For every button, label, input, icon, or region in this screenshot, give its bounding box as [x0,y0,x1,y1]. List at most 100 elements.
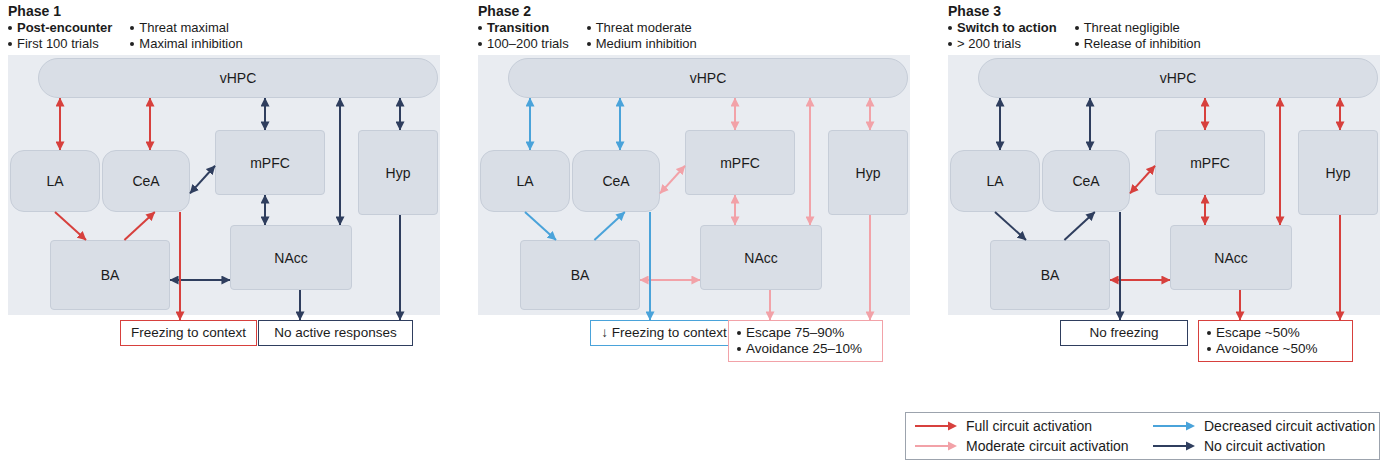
phase-bullet: Medium inhibition [596,36,697,52]
outcome-box: No active responses [258,320,413,346]
bullet-dot [1075,42,1079,46]
brain-region: vHPC [508,58,908,98]
circuit-connector [59,98,61,150]
brain-region: BA [520,240,640,310]
region-label: vHPC [690,70,727,86]
phase-bullet: Threat maximal [139,20,229,36]
region-label: vHPC [1160,70,1197,86]
circuit-connector [649,212,651,320]
bullet-dot [948,26,952,30]
outcome-box: Freezing to context [120,320,257,346]
circuit-connector [869,215,871,320]
circuit-connector [170,279,230,281]
phase-title: Phase 3 [948,2,1001,20]
phase-bullet: Post-encounter [17,20,112,36]
brain-region: NAcc [1170,225,1292,290]
bullet-dot [1207,347,1211,351]
outcome-text: No active responses [274,325,396,341]
phase-panel: Phase 1Post-encounterThreat maximalFirst… [8,55,440,315]
circuit-connector [734,98,736,130]
circuit-connector [869,98,871,130]
bullet-dot [8,26,12,30]
region-label: LA [516,173,533,189]
circuit-connector [999,98,1001,150]
legend-arrow [914,420,958,432]
circuit-connector [339,98,341,225]
region-label: NAcc [274,250,307,266]
legend-text: Moderate circuit activation [966,436,1129,456]
legend-text: No circuit activation [1204,436,1325,456]
circuit-connector [1089,98,1091,150]
region-label: mPFC [720,155,760,171]
phase-title: Phase 1 [8,2,61,20]
outcome-text: ↓ Freezing to context [601,325,726,341]
phase-bullet: Switch to action [957,20,1057,36]
region-label: NAcc [744,250,777,266]
circuit-connector [1339,215,1341,320]
circuit-connector [124,212,154,240]
outcome-text: Avoidance ~50% [1216,341,1317,357]
outcome-box: ↓ Freezing to context [590,320,738,346]
circuit-connector [264,195,266,225]
brain-region: mPFC [215,130,325,195]
phase-bullet: First 100 trials [17,36,99,52]
brain-region: mPFC [1155,130,1265,195]
bullet-dot [1075,26,1079,30]
outcome-text: Escape 75–90% [746,325,844,341]
bullet-dot [130,42,134,46]
region-label: LA [46,173,63,189]
phase-bullet: Maximal inhibition [139,36,242,52]
circuit-connector [734,195,736,225]
brain-region: vHPC [38,58,438,98]
region-label: Hyp [1326,165,1351,181]
outcome-text: Escape ~50% [1216,325,1300,341]
brain-region: LA [10,150,100,212]
circuit-connector [594,212,624,240]
region-label: BA [101,267,120,283]
region-label: LA [986,173,1003,189]
circuit-connector [1119,212,1121,320]
region-label: mPFC [1190,155,1230,171]
circuit-connector [399,215,401,320]
brain-region: NAcc [230,225,352,290]
phase-title: Phase 2 [478,2,531,20]
circuit-connector [299,290,301,320]
brain-region: mPFC [685,130,795,195]
brain-region: Hyp [1298,130,1378,215]
bullet-dot [587,26,591,30]
circuit-connector [525,212,556,240]
brain-region: CeA [572,150,660,212]
brain-region: NAcc [700,225,822,290]
circuit-connector [995,212,1026,240]
region-label: CeA [1072,173,1099,189]
bullet-dot [8,42,12,46]
brain-region: LA [480,150,570,212]
bullet-dot [587,42,591,46]
circuit-connector [769,290,771,320]
brain-region: LA [950,150,1040,212]
region-label: BA [1041,267,1060,283]
phase-bullet: Transition [487,20,549,36]
legend-box: Full circuit activationDecreased circuit… [905,412,1380,460]
phase-panel: Phase 2TransitionThreat moderate100–200 … [478,55,910,315]
brain-region: CeA [1042,150,1130,212]
brain-region: CeA [102,150,190,212]
circuit-connector [1204,195,1206,225]
region-label: Hyp [856,165,881,181]
legend-arrow [1152,440,1196,452]
phase-bullet: > 200 trials [957,36,1021,52]
bullet-dot [948,42,952,46]
region-label: Hyp [386,165,411,181]
circuit-connector [529,98,531,150]
brain-region: BA [50,240,170,310]
circuit-connector [399,98,401,130]
region-label: vHPC [220,70,257,86]
bullet-dot [478,42,482,46]
brain-region: BA [990,240,1110,310]
outcome-box: Escape ~50%Avoidance ~50% [1198,320,1353,362]
outcome-text: Freezing to context [131,325,246,341]
outcome-text: No freezing [1089,325,1158,341]
outcome-text: Avoidance 25–10% [746,341,862,357]
bullet-dot [478,26,482,30]
brain-region: Hyp [828,130,908,215]
